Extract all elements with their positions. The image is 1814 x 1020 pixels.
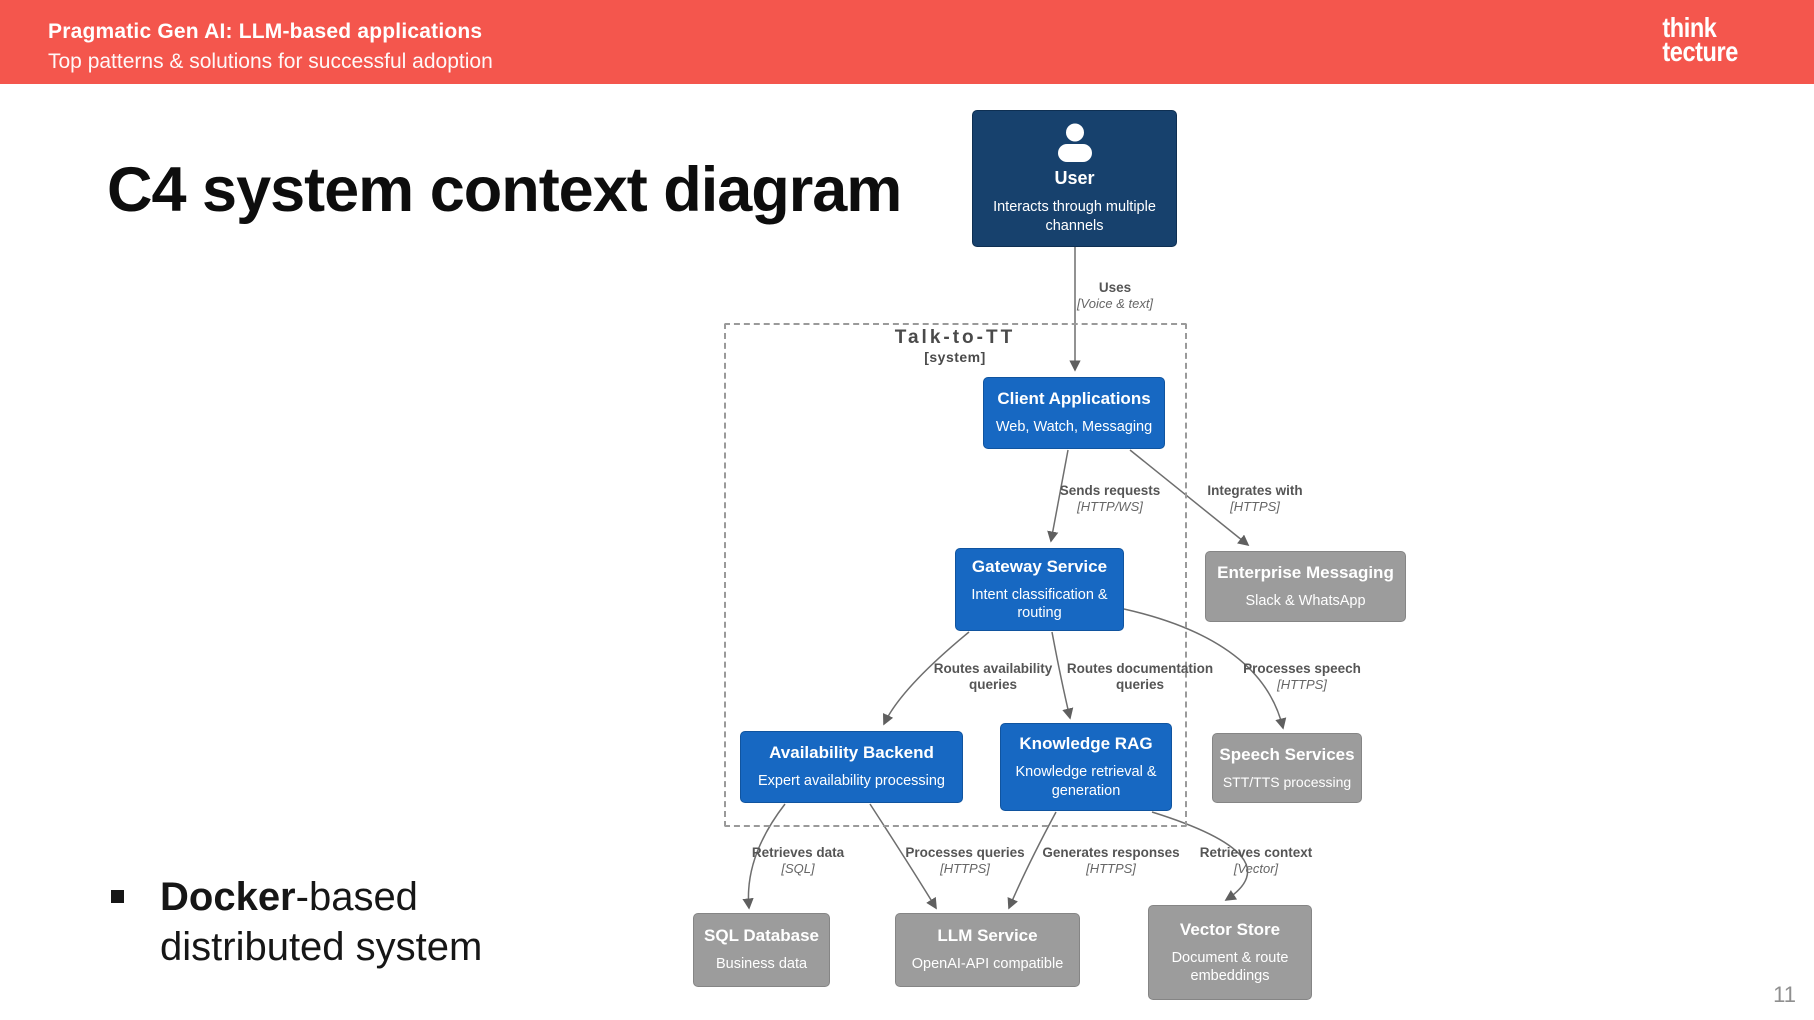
edge-label-sends-requests-text: Sends requests — [1059, 483, 1161, 498]
edge-label-retrieves-data-tech: [SQL] — [781, 861, 815, 876]
node-llm-service-desc: OpenAI-API compatible — [911, 956, 1064, 973]
edge-label-routes-availability-text: Routes availability queries — [933, 661, 1053, 692]
node-client-applications-title: Client Applications — [997, 389, 1151, 409]
node-availability-backend-title: Availability Backend — [769, 743, 934, 763]
node-enterprise-messaging-desc: Slack & WhatsApp — [1245, 592, 1366, 609]
edge-knowledge-llm — [1007, 811, 1057, 910]
edge-client-gateway — [1047, 449, 1069, 543]
edge-knowledge-vector — [1151, 811, 1249, 901]
edge-label-retrieves-context-tech: [Vector] — [1233, 861, 1279, 876]
node-user-title: User — [1054, 168, 1095, 189]
edge-label-integrates-with-tech: [HTTPS] — [1230, 499, 1280, 514]
edge-label-retrieves-context: Retrieves context [Vector] — [1186, 845, 1326, 877]
edge-label-processes-queries-text: Processes queries — [905, 845, 1025, 860]
edge-gateway-availability — [883, 631, 970, 726]
edge-gateway-speech — [1123, 608, 1287, 730]
edge-label-processes-queries: Processes queries [HTTPS] — [895, 845, 1035, 877]
node-availability-backend: Availability Backend Expert availability… — [740, 731, 963, 803]
node-enterprise-messaging: Enterprise Messaging Slack & WhatsApp — [1205, 551, 1406, 622]
system-boundary-type: [system] — [924, 349, 986, 365]
node-llm-service: LLM Service OpenAI-API compatible — [895, 913, 1080, 987]
node-vector-store: Vector Store Document & route embeddings — [1148, 905, 1312, 1000]
node-llm-service-title: LLM Service — [937, 926, 1038, 946]
edge-gateway-knowledge — [1051, 631, 1074, 720]
header-title: Pragmatic Gen AI: LLM-based applications — [48, 20, 483, 43]
node-speech-services-title: Speech Services — [1219, 744, 1355, 764]
edge-label-retrieves-data: Retrieves data [SQL] — [733, 845, 863, 877]
bullet-rest: -based — [295, 875, 418, 919]
edge-label-routes-documentation: Routes documentation queries — [1055, 661, 1225, 693]
node-sql-database-title: SQL Database — [704, 926, 819, 946]
header-subtitle: Top patterns & solutions for successful … — [48, 50, 493, 73]
bullet-line1: Docker-based — [160, 872, 482, 922]
node-sql-database: SQL Database Business data — [693, 913, 830, 987]
bullet-line2: distributed system — [160, 925, 483, 969]
edge-label-processes-speech-text: Processes speech — [1243, 661, 1361, 676]
edge-label-processes-queries-tech: [HTTPS] — [940, 861, 990, 876]
person-icon — [1057, 123, 1092, 163]
node-speech-services-desc: STT/TTS processing — [1222, 773, 1352, 790]
bullet-bold-word: Docker — [160, 875, 296, 919]
node-client-applications-desc: Web, Watch, Messaging — [995, 419, 1153, 436]
edge-label-uses: Uses [Voice & text] — [1055, 280, 1175, 312]
header-bar: Pragmatic Gen AI: LLM-based applications… — [0, 0, 1814, 84]
edge-label-sends-requests-tech: [HTTP/WS] — [1077, 499, 1143, 514]
node-knowledge-rag: Knowledge RAG Knowledge retrieval & gene… — [1000, 723, 1172, 811]
node-speech-services: Speech Services STT/TTS processing — [1212, 733, 1362, 803]
node-knowledge-rag-title: Knowledge RAG — [1019, 734, 1153, 754]
node-client-applications: Client Applications Web, Watch, Messagin… — [983, 377, 1165, 449]
edge-label-processes-speech: Processes speech [HTTPS] — [1227, 661, 1377, 693]
edge-label-processes-speech-tech: [HTTPS] — [1277, 677, 1327, 692]
node-vector-store-desc: Document & route embeddings — [1171, 949, 1289, 984]
edge-label-generates-responses: Generates responses [HTTPS] — [1031, 845, 1191, 877]
edge-client-enterprise — [1129, 449, 1250, 547]
edge-label-retrieves-data-text: Retrieves data — [751, 845, 845, 860]
edge-label-sends-requests: Sends requests [HTTP/WS] — [1040, 483, 1180, 515]
node-availability-backend-desc: Expert availability processing — [758, 773, 945, 790]
edge-label-generates-responses-tech: [HTTPS] — [1086, 861, 1136, 876]
node-gateway-service-title: Gateway Service — [971, 556, 1108, 576]
node-user: User Interacts through multiple channels — [972, 110, 1177, 247]
system-boundary-name: Talk-to-TT — [894, 327, 1016, 348]
edge-label-integrates-with: Integrates with [HTTPS] — [1185, 483, 1325, 515]
node-knowledge-rag-desc: Knowledge retrieval & generation — [1015, 764, 1157, 799]
node-vector-store-title: Vector Store — [1179, 919, 1281, 939]
edge-label-routes-availability: Routes availability queries — [918, 661, 1068, 693]
node-gateway-service: Gateway Service Intent classification & … — [955, 548, 1124, 631]
edge-label-routes-documentation-text: Routes documentation queries — [1066, 661, 1214, 692]
system-boundary — [724, 323, 1187, 827]
edge-label-generates-responses-text: Generates responses — [1042, 845, 1180, 860]
node-sql-database-desc: Business data — [715, 956, 808, 973]
page-title: C4 system context diagram — [107, 155, 902, 225]
node-user-desc: Interacts through multiple channels — [993, 199, 1156, 234]
logo-line1: think — [1662, 12, 1718, 43]
bullet-marker — [111, 890, 124, 903]
node-gateway-service-desc: Intent classification & routing — [971, 586, 1108, 621]
edge-label-uses-text: Uses — [1098, 280, 1132, 295]
bullet-text: Docker-based distributed system — [160, 872, 482, 972]
node-enterprise-messaging-title: Enterprise Messaging — [1217, 562, 1394, 582]
edge-label-retrieves-context-text: Retrieves context — [1199, 845, 1313, 860]
page-number: 11 — [1773, 982, 1796, 1007]
edge-label-integrates-with-text: Integrates with — [1207, 483, 1303, 498]
thinktecture-logo: think tecture — [1662, 12, 1739, 67]
edge-availability-llm — [869, 803, 937, 910]
edge-label-uses-tech: [Voice & text] — [1076, 296, 1154, 311]
edge-availability-sql — [742, 803, 786, 910]
logo-line2: tecture — [1662, 36, 1739, 67]
